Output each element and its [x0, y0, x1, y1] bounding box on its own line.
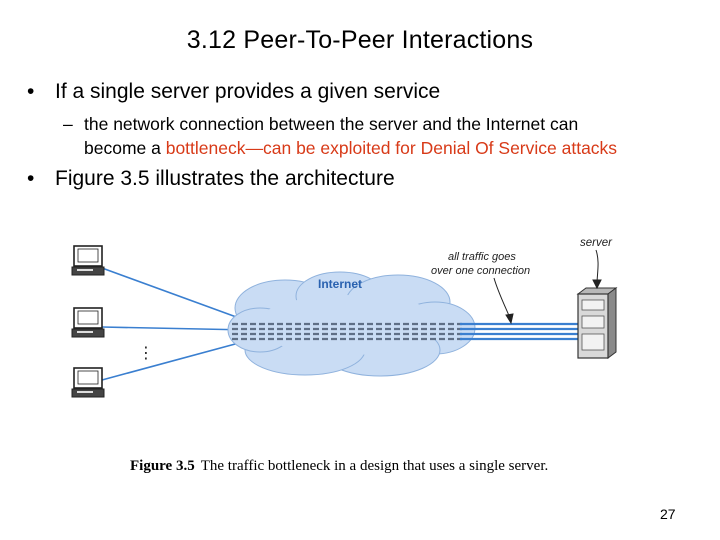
server-pointer-arrow [592, 249, 602, 290]
page-number: 27 [660, 506, 676, 522]
bullet-marker: • [27, 80, 35, 103]
sub-bullet-line1: the network connection between the serve… [84, 114, 579, 134]
sub-bullet-line2-prefix: become a [84, 138, 166, 158]
server-label: server [580, 237, 613, 249]
bullet-text: Figure 3.5 illustrates the architecture [55, 167, 395, 190]
connection-line [101, 326, 251, 331]
internet-label: Internet [318, 277, 362, 291]
bullet-marker: • [27, 167, 35, 190]
bullet-text: If a single server provides a given serv… [55, 80, 441, 103]
sub-bullet-bottleneck: –the network connection between the serv… [63, 112, 617, 160]
server-icon [576, 287, 618, 359]
bottleneck-connection [460, 322, 578, 341]
figure-caption-text: The traffic bottleneck in a design that … [200, 458, 549, 474]
slide-title: 3.12 Peer-To-Peer Interactions [186, 26, 534, 54]
figure-caption: Figure 3.5 The traffic bottleneck in a de… [130, 458, 548, 475]
connection-line [101, 267, 251, 323]
client-computer-icon [71, 307, 105, 338]
sub-bullet-marker: – [63, 114, 73, 134]
sub-bullet-line2-highlight: bottleneck—can be exploited for Denial O… [165, 138, 618, 158]
figure-caption-label: Figure 3.5 [130, 458, 195, 474]
client-computer-icon [71, 245, 105, 276]
client-connections [101, 267, 251, 381]
traffic-label-line1: all traffic goes [448, 251, 516, 263]
bullet-single-server: • If a single server provides a given ser… [27, 80, 440, 104]
connection-line [101, 339, 251, 381]
ellipsis-more-clients: ⋮ [138, 343, 154, 362]
traffic-pointer-arrow [493, 277, 514, 325]
traffic-label-line2: over one connection [431, 265, 530, 277]
internet-paths [232, 322, 462, 341]
client-computer-icon [71, 367, 105, 398]
bottleneck-diagram: Internet ⋮ [71, 237, 618, 398]
bullet-figure-reference: • Figure 3.5 illustrates the architecture [27, 167, 395, 191]
